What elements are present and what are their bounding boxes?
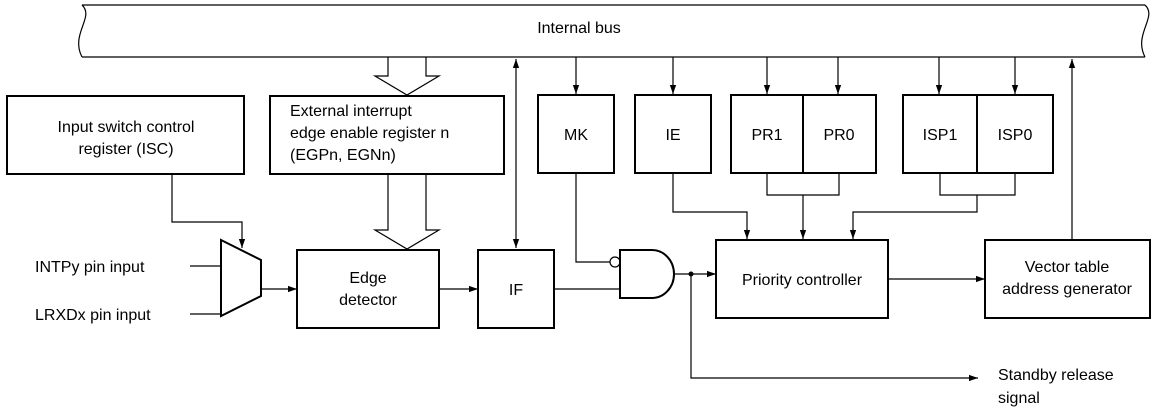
isp0-flag-box bbox=[976, 94, 1054, 174]
egp-label-line3: (EGPn, EGNn) bbox=[290, 147, 396, 164]
egp-register-box bbox=[269, 95, 505, 175]
vector-generator-box bbox=[984, 239, 1151, 319]
edge-detector-box bbox=[296, 249, 440, 329]
ie-to-priority-line bbox=[672, 173, 751, 239]
ie-label: IE bbox=[665, 127, 680, 144]
pr1-label: PR1 bbox=[751, 127, 782, 144]
standby-label-line1: Standby release bbox=[998, 367, 1114, 384]
mk-to-and-line bbox=[575, 173, 610, 263]
mk-label: MK bbox=[564, 127, 588, 144]
pr-merge-line bbox=[766, 173, 840, 196]
internal-bus-label: Internal bus bbox=[537, 20, 621, 37]
priority-controller-box bbox=[715, 239, 889, 319]
if-label: IF bbox=[509, 282, 523, 299]
isp1-label: ISP1 bbox=[923, 127, 958, 144]
vector-label-line1: Vector table bbox=[1025, 259, 1110, 276]
input-multiplexer bbox=[220, 238, 262, 318]
isc-label-line1: Input switch control bbox=[58, 119, 195, 136]
priority-controller-label: Priority controller bbox=[742, 272, 863, 289]
isp0-label: ISP0 bbox=[998, 127, 1033, 144]
and-gate-inverter-bubble bbox=[609, 256, 621, 268]
if-flag-box bbox=[477, 249, 555, 329]
edge-label-line1: Edge bbox=[349, 270, 386, 287]
egp-label-line2: edge enable register n bbox=[290, 125, 449, 142]
isc-register-box bbox=[6, 95, 245, 175]
isc-to-mux-line bbox=[171, 174, 246, 248]
isp-merge-line bbox=[939, 173, 1016, 196]
standby-release-line bbox=[690, 274, 978, 382]
and-gate bbox=[619, 249, 675, 299]
egp-label-line1: External interrupt bbox=[290, 103, 412, 120]
isp-to-priority-line bbox=[849, 195, 978, 239]
internal-bus: Internal bus bbox=[78, 4, 1150, 58]
pr0-flag-box bbox=[802, 94, 877, 174]
edge-label-line2: detector bbox=[339, 292, 397, 309]
bus-to-egp-arrow bbox=[372, 57, 442, 96]
ie-flag-box bbox=[634, 94, 712, 174]
pr0-label: PR0 bbox=[823, 127, 854, 144]
lrxd-pin-input-label: LRXDx pin input bbox=[35, 307, 151, 324]
vector-label-line2: address generator bbox=[1002, 281, 1133, 298]
egp-to-edge-arrow bbox=[372, 174, 442, 250]
isc-label-line2: register (ISC) bbox=[78, 141, 173, 158]
standby-label-line2: signal bbox=[998, 390, 1040, 407]
intp-pin-input-label: INTPy pin input bbox=[35, 259, 145, 276]
